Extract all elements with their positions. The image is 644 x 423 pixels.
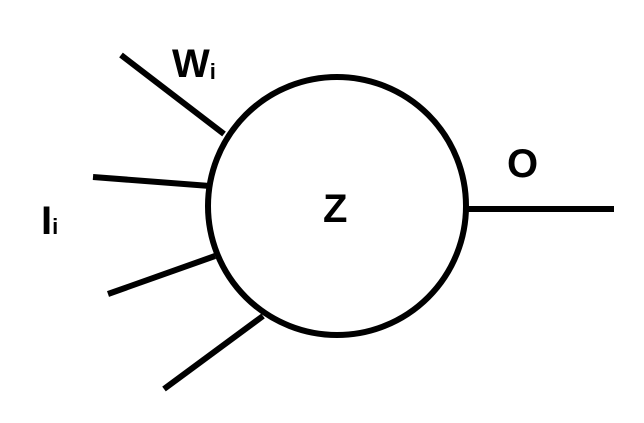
weight-label-subscript: i	[210, 59, 216, 84]
input-line-1	[119, 52, 226, 137]
input-label-main: I	[41, 199, 52, 243]
input-label-subscript: i	[52, 214, 58, 239]
neuron-node	[205, 74, 469, 338]
node-label: Z	[323, 187, 347, 231]
weight-label-main: W	[172, 42, 210, 86]
input-line-2	[92, 174, 211, 189]
weight-label: Wi	[172, 42, 216, 86]
input-line-4	[162, 313, 265, 392]
input-label: Ii	[41, 199, 58, 243]
output-label: O	[507, 142, 538, 186]
input-line-3	[106, 253, 217, 297]
